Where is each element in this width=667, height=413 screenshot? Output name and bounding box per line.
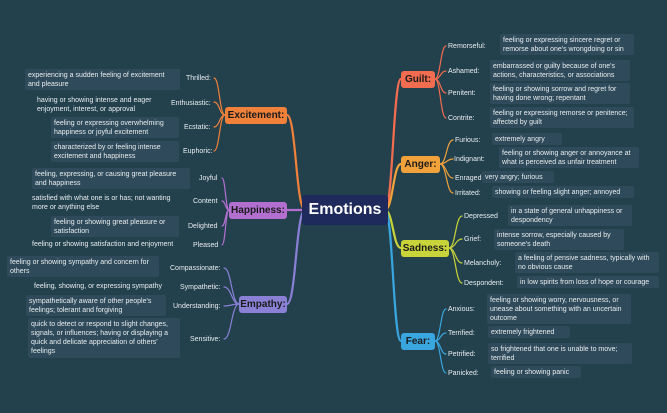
link-excitement-item-0 (213, 77, 226, 116)
term-penitent[interactable]: Penitent: (448, 90, 476, 97)
link-empathy-item-0 (223, 267, 240, 305)
term-euphoric[interactable]: Euphoric: (183, 148, 213, 155)
term-delighted[interactable]: Delighted (188, 223, 218, 230)
link-fear-item-0 (434, 308, 447, 342)
term-grief[interactable]: Grief: (464, 236, 482, 243)
term-melancholy[interactable]: Melancholy: (464, 260, 502, 267)
desc-petrified: so frightened that one is unable to move… (488, 343, 632, 364)
desc-indignant: feeling or showing anger or annoyance at… (499, 147, 639, 168)
term-despondent[interactable]: Despondent: (464, 280, 504, 287)
term-understanding[interactable]: Understanding: (173, 303, 221, 310)
branch-happiness[interactable]: Happiness: (229, 202, 287, 219)
link-happiness-item-3 (221, 209, 230, 246)
link-anger-item-1 (439, 158, 454, 165)
desc-anxious: feeling or showing worry, nervousness, o… (487, 294, 631, 324)
desc-understanding: sympathetically aware of other people's … (26, 295, 166, 316)
term-indignant[interactable]: Indignant: (454, 156, 485, 163)
term-depressed[interactable]: Depressed (464, 213, 498, 220)
term-furious[interactable]: Furious: (455, 137, 481, 144)
term-sensitive[interactable]: Sensitive: (190, 336, 221, 343)
desc-grief: intense sorrow, especially caused by som… (494, 229, 624, 250)
desc-content: satisfied with what one is or has; not w… (32, 195, 171, 211)
branch-excitement[interactable]: Excitement: (225, 107, 287, 124)
link-excitement-item-1 (213, 101, 226, 116)
link-empathy-item-3 (223, 303, 240, 340)
link-fear-item-3 (434, 340, 447, 374)
term-compassionate[interactable]: Compassionate: (170, 265, 221, 272)
term-pleased[interactable]: Pleased (193, 242, 219, 249)
term-enraged[interactable]: Enraged: (455, 175, 484, 182)
desc-enthusiastic: having or showing intense and eager enjo… (37, 97, 152, 113)
term-contrite[interactable]: Contrite: (448, 115, 475, 122)
desc-enraged: very angry; furious (482, 171, 554, 183)
term-thrilled[interactable]: Thrilled: (186, 75, 211, 82)
term-joyful[interactable]: Joyful (199, 175, 218, 182)
desc-joyful: feeling, expressing, or causing great pl… (32, 168, 190, 189)
desc-compassionate: feeling or showing sympathy and concern … (7, 256, 159, 277)
link-sadness-item-3 (448, 247, 463, 284)
link-anger-item-0 (439, 139, 454, 165)
term-remorseful[interactable]: Remorseful: (448, 43, 486, 50)
term-irritated[interactable]: Irritated: (455, 190, 481, 197)
desc-depressed: in a state of general unhappiness or des… (508, 205, 632, 226)
term-anxious[interactable]: Anxious: (448, 306, 475, 313)
branch-guilt[interactable]: Guilt: (401, 71, 435, 88)
link-anger-item-3 (439, 163, 454, 194)
desc-panicked: feeling or showing panic (491, 366, 581, 378)
desc-irritated: showing or feeling slight anger; annoyed (492, 186, 634, 198)
desc-penitent: feeling or showing sorrow and regret for… (490, 83, 630, 104)
term-ashamed[interactable]: Ashamed: (448, 68, 480, 75)
link-sadness-item-0 (448, 215, 463, 249)
branch-fear[interactable]: Fear: (401, 333, 435, 350)
term-terrified[interactable]: Terrified: (448, 330, 475, 337)
term-sympathetic[interactable]: Sympathetic: (180, 284, 221, 291)
desc-furious: extremely angry (492, 133, 562, 145)
branch-anger[interactable]: Anger: (401, 156, 440, 173)
desc-sensitive: quick to detect or respond to slight cha… (28, 318, 180, 358)
desc-ashamed: embarrassed or guilty because of one's a… (490, 60, 630, 81)
desc-terrified: extremely frightened (488, 326, 570, 338)
desc-melancholy: a feeling of pensive sadness, typically … (515, 252, 659, 273)
desc-ecstatic: feeling or expressing overwhelming happi… (51, 117, 179, 138)
desc-thrilled: experiencing a sudden feeling of excitem… (25, 69, 180, 90)
desc-sympathetic: feeling, showing, or expressing sympathy (34, 283, 163, 290)
link-guilt-item-3 (434, 78, 447, 119)
desc-delighted: feeling or showing great pleasure or sat… (51, 216, 179, 237)
term-enthusiastic[interactable]: Enthusiastic: (171, 100, 211, 107)
desc-pleased: feeling or showing satisfaction and enjo… (32, 241, 174, 248)
link-guilt-item-0 (434, 45, 447, 80)
desc-euphoric: characterized by or feeling intense exci… (51, 141, 179, 162)
desc-contrite: feeling or expressing remorse or peniten… (490, 107, 634, 128)
link-excitement-item-3 (213, 114, 226, 152)
branch-empathy[interactable]: Empathy: (239, 296, 287, 313)
central-topic[interactable]: Emotions (302, 195, 388, 225)
desc-remorseful: feeling or expressing sincere regret or … (500, 34, 634, 55)
term-petrified[interactable]: Petrified: (448, 351, 476, 358)
term-ecstatic[interactable]: Ecstatic: (184, 124, 211, 131)
term-content[interactable]: Content (193, 198, 218, 205)
desc-despondent: in low spirits from loss of hope or cour… (517, 276, 659, 288)
branch-sadness[interactable]: Sadness: (401, 240, 449, 257)
term-panicked[interactable]: Panicked: (448, 370, 479, 377)
